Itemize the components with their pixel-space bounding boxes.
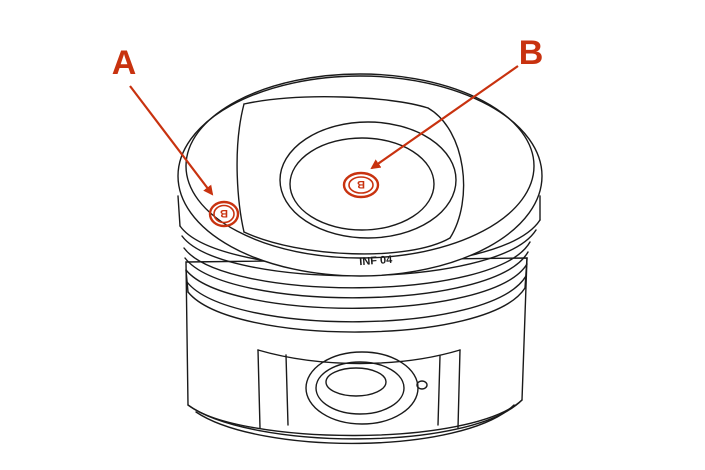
- piston-ring-grooves: [177, 195, 541, 333]
- piston-pin-boss: [257, 349, 461, 429]
- callout-b-label: B: [519, 34, 544, 72]
- callout-a-marking-text: B: [220, 207, 228, 219]
- piston-stamp: INF 04: [359, 254, 394, 268]
- callout-a-label: A: [112, 44, 137, 82]
- callout-a-marking: B: [208, 200, 240, 228]
- callout-b-marking: B: [342, 171, 380, 199]
- piston-crown: [177, 73, 543, 277]
- callout-b-marking-text: B: [357, 178, 365, 190]
- callout-a-arrow: [129, 85, 214, 196]
- callout-b-arrow: [370, 65, 519, 170]
- piston-skirt: [185, 257, 528, 445]
